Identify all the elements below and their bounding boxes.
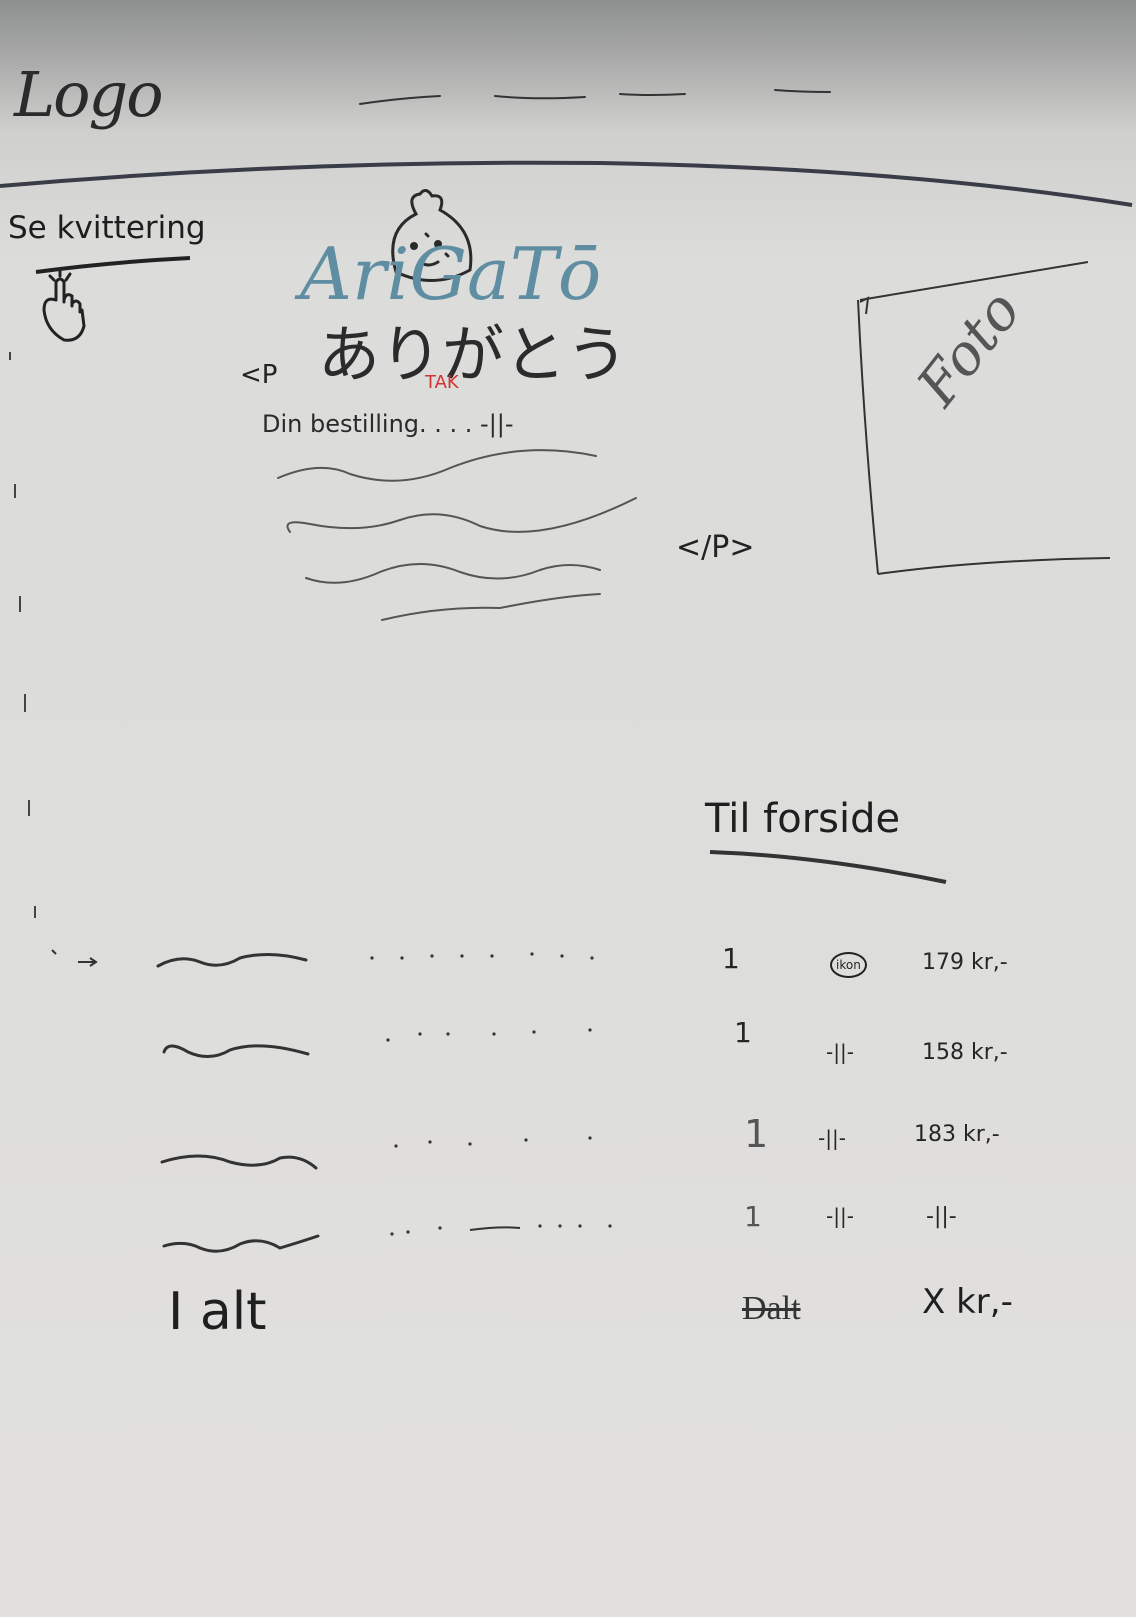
paragraph-close-tag: </P>	[676, 530, 755, 565]
thanks-translation: TAK	[425, 372, 459, 393]
item-icon: -||-	[826, 1040, 854, 1064]
dotted-leaders	[370, 952, 612, 1236]
item-quantity: 1	[744, 1200, 762, 1233]
item-icon: ikon	[830, 952, 867, 978]
item-price: 183 kr,-	[914, 1122, 1000, 1147]
view-receipt-link[interactable]: Se kvittering	[8, 210, 206, 246]
total-value: X kr,-	[922, 1282, 1013, 1322]
total-label: I alt	[168, 1282, 267, 1342]
item-name-squiggles	[156, 952, 320, 1253]
paragraph-open-tag: <P	[240, 360, 278, 390]
thanks-heading-japanese: ありがとう	[318, 318, 629, 391]
item-row-arrow	[51, 949, 98, 967]
header-divider	[0, 160, 1133, 207]
item-quantity: 1	[744, 1112, 769, 1156]
struck-word: Dalt	[742, 1290, 801, 1327]
photo-placeholder-box	[857, 261, 1111, 575]
item-price: 158 kr,-	[922, 1040, 1008, 1065]
order-confirmation-text: Din bestilling. . . . -||-	[262, 410, 514, 438]
margin-ticks	[9, 352, 36, 918]
thanks-heading-latin: AriGaTō	[300, 232, 602, 316]
item-quantity: 1	[722, 942, 740, 975]
item-icon: -||-	[818, 1126, 846, 1150]
item-icon-badge: ikon	[830, 950, 867, 978]
order-text-lines	[277, 449, 637, 621]
item-price: 179 kr,-	[922, 950, 1008, 975]
item-quantity: 1	[734, 1016, 752, 1049]
receipt-underline	[35, 256, 191, 274]
home-page-link[interactable]: Til forside	[705, 796, 901, 842]
total-struck-text: Dalt	[742, 1290, 801, 1328]
home-link-underline	[709, 850, 947, 884]
item-icon: -||-	[826, 1204, 854, 1228]
nav-placeholder-lines	[359, 89, 831, 105]
item-price: -||-	[926, 1204, 957, 1229]
logo-placeholder[interactable]: Logo	[14, 58, 164, 131]
pointing-hand-icon	[42, 268, 86, 342]
dumpling-mascot-icon	[391, 189, 473, 282]
